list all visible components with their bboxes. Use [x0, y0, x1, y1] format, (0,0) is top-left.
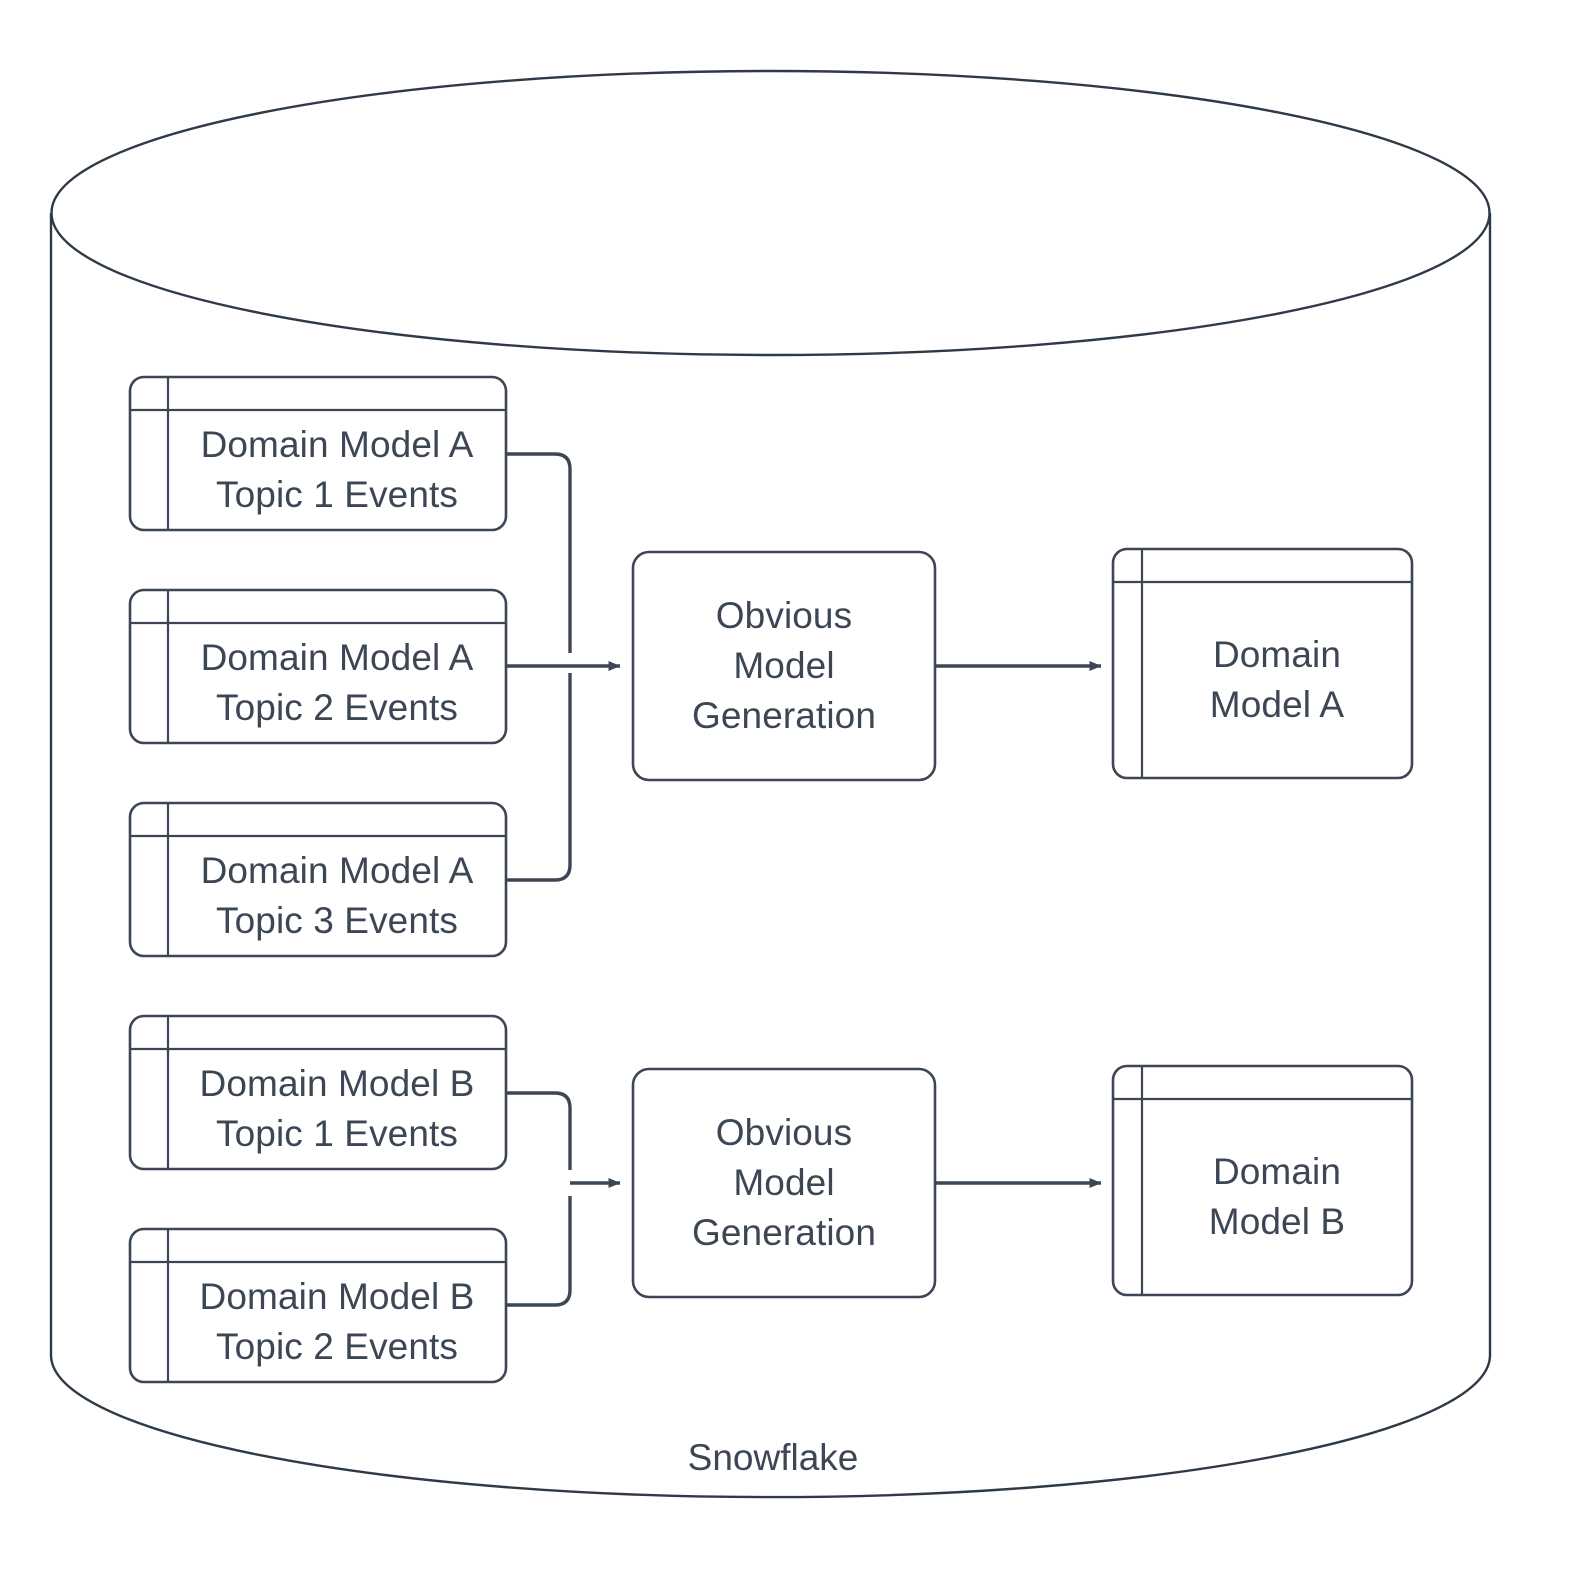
node-proc-a[interactable]	[631, 550, 937, 782]
node-src-b-2[interactable]	[128, 1227, 508, 1384]
node-out-b[interactable]	[1111, 1064, 1414, 1297]
snowflake-container-label: Snowflake	[687, 1437, 859, 1478]
node-proc-b[interactable]	[631, 1067, 937, 1299]
node-src-b-1[interactable]	[128, 1014, 508, 1171]
node-out-a[interactable]	[1111, 547, 1414, 780]
node-src-a-2[interactable]	[128, 588, 508, 745]
edge-src-a-1-to-proc-a	[506, 452, 572, 653]
node-src-a-3[interactable]	[128, 801, 508, 958]
edge-src-b-1-to-proc-b	[506, 1091, 572, 1170]
node-src-a-1[interactable]	[128, 375, 508, 532]
edge-src-a-3-to-proc-a	[506, 673, 572, 882]
edge-src-b-2-to-proc-b	[506, 1196, 572, 1307]
